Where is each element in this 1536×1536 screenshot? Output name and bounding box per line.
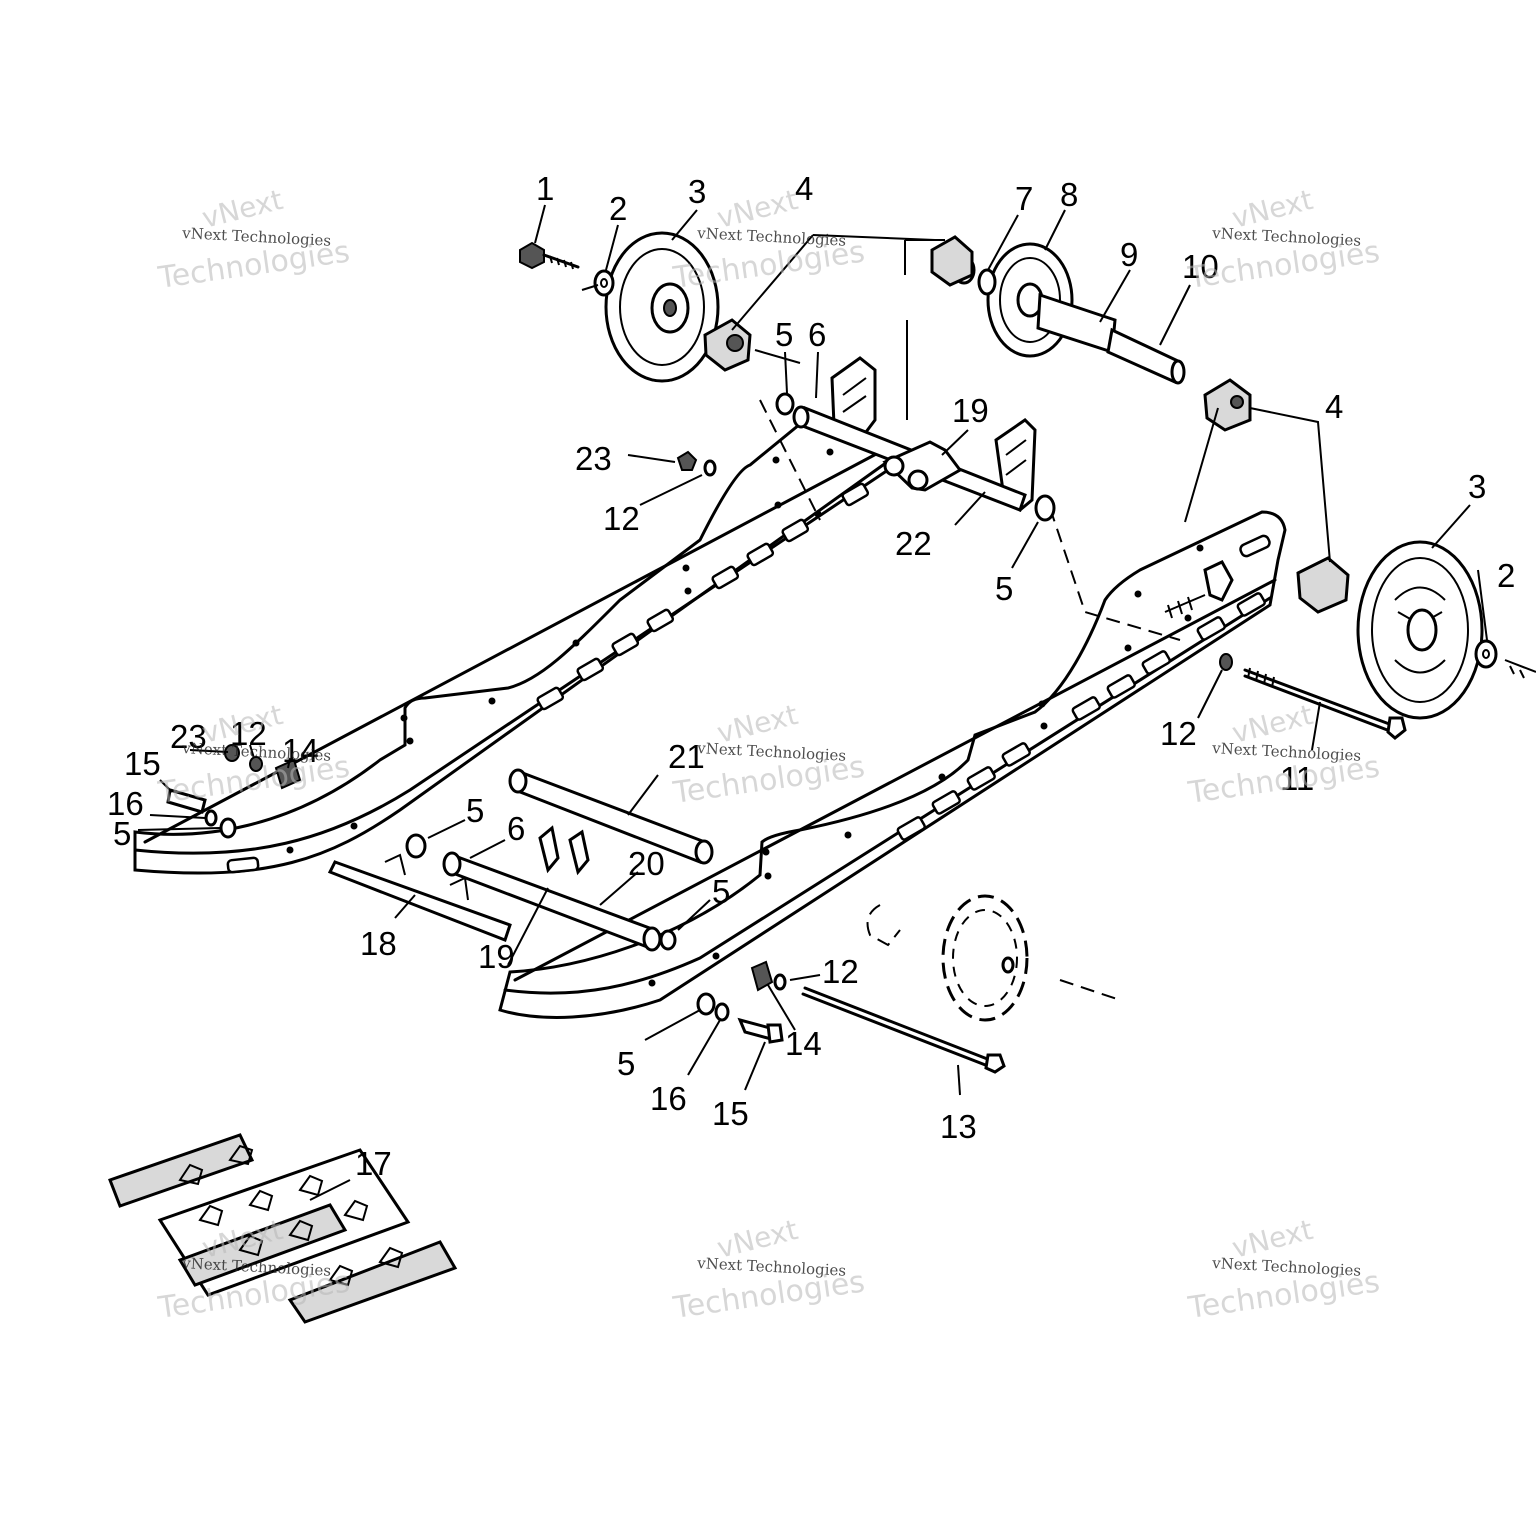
callout-1: 1 xyxy=(536,170,554,207)
left-hardware xyxy=(166,744,302,839)
callout-13: 13 xyxy=(940,1108,977,1145)
cross-shaft-21 xyxy=(508,768,714,865)
callout-16-a: 16 xyxy=(107,785,144,822)
bumper-4-a xyxy=(703,318,752,372)
idler-wheel-3-right xyxy=(1356,540,1484,720)
clip-right-bracket xyxy=(1164,560,1234,619)
callout-14-a: 14 xyxy=(282,732,319,769)
callout-15-b: 15 xyxy=(712,1095,749,1132)
callout-2-top: 2 xyxy=(609,190,627,227)
callout-3-top: 3 xyxy=(688,173,706,210)
washer-5-top xyxy=(775,392,1056,522)
leader-lines xyxy=(137,204,1488,1201)
callout-6-a: 6 xyxy=(808,316,826,353)
callout-20: 20 xyxy=(628,845,665,882)
bumper-4-top xyxy=(930,235,974,287)
callout-23-a: 23 xyxy=(575,440,612,477)
callout-14-b: 14 xyxy=(785,1025,822,1062)
bolt-11 xyxy=(1243,667,1407,740)
cross-shaft-20 xyxy=(442,825,662,952)
callout-12-a: 12 xyxy=(603,500,640,537)
axle-9-10 xyxy=(1036,292,1186,385)
washer-5-lower-a xyxy=(405,833,677,951)
callout-4-right: 4 xyxy=(1325,388,1343,425)
washer-12-right xyxy=(1219,653,1233,671)
callout-21: 21 xyxy=(668,738,705,775)
callout-7: 7 xyxy=(1015,180,1033,217)
callout-5-d: 5 xyxy=(113,815,131,852)
callout-5-c: 5 xyxy=(466,792,484,829)
callout-10: 10 xyxy=(1182,248,1219,285)
watermark-9: vNext vNext Technologies Technologies xyxy=(1185,1213,1382,1326)
washer-2-right xyxy=(1474,639,1536,679)
bracket-18 xyxy=(327,853,512,942)
rear-axle-assembly xyxy=(759,239,1037,521)
dashed-idler-wheel xyxy=(866,894,1121,1022)
right-rail xyxy=(498,510,1287,1019)
callout-17: 17 xyxy=(355,1145,392,1182)
callout-19-b: 19 xyxy=(478,938,515,975)
callout-18: 18 xyxy=(360,925,397,962)
callout-6-b: 6 xyxy=(507,810,525,847)
bolt-13 xyxy=(801,986,1006,1074)
callout-5-f: 5 xyxy=(617,1045,635,1082)
watermark-3: vNext vNext Technologies Technologies xyxy=(1185,183,1382,296)
left-rail xyxy=(133,416,892,875)
watermark-1: vNext vNext Technologies Technologies xyxy=(155,183,352,296)
bolt-1 xyxy=(519,241,580,270)
callout-4-top: 4 xyxy=(795,170,813,207)
callout-3-right: 3 xyxy=(1468,468,1486,505)
callout-11: 11 xyxy=(1280,760,1314,797)
callout-12-c: 12 xyxy=(230,715,267,752)
watermark-4: vNext vNext Technologies Technologies xyxy=(155,698,352,811)
callout-22: 22 xyxy=(895,525,932,562)
callout-5-a: 5 xyxy=(775,316,793,353)
callout-16-b: 16 xyxy=(650,1080,687,1117)
bolt-15-lower xyxy=(696,992,784,1044)
washer-2-top xyxy=(593,269,615,297)
callout-19-a: 19 xyxy=(952,392,989,429)
nut-23-top xyxy=(676,450,717,477)
callout-12-b: 12 xyxy=(1160,715,1197,752)
callout-numbers: 1 2 3 4 7 8 9 10 5 6 19 4 23 3 12 22 2 5… xyxy=(107,170,1515,1182)
callout-9: 9 xyxy=(1120,236,1138,273)
callout-8: 8 xyxy=(1060,176,1078,213)
callout-5-e: 5 xyxy=(712,873,730,910)
callout-23-b: 23 xyxy=(170,718,207,755)
watermark-8: vNext vNext Technologies Technologies xyxy=(670,1213,867,1326)
idler-wheel-top-left xyxy=(604,231,720,383)
bumper-4-right-lower xyxy=(1296,556,1350,614)
clip-14-lower xyxy=(750,960,787,992)
track-17 xyxy=(108,1133,458,1324)
bumper-4-right-upper xyxy=(1203,378,1252,432)
watermark-5: vNext vNext Technologies Technologies xyxy=(670,698,867,811)
callout-15-a: 15 xyxy=(124,745,161,782)
callout-2-right: 2 xyxy=(1497,557,1515,594)
callout-5-b: 5 xyxy=(995,570,1013,607)
watermark-6: vNext vNext Technologies Technologies xyxy=(1185,698,1382,811)
callout-12-d: 12 xyxy=(822,953,859,990)
